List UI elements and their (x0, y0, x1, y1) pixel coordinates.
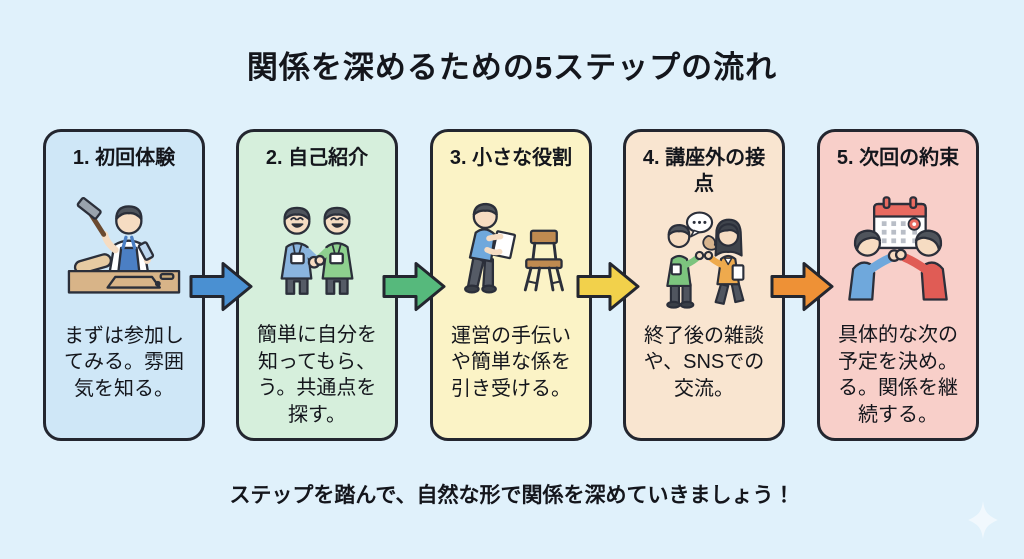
woodworking-icon (67, 197, 181, 294)
volunteer-chair-icon (464, 202, 564, 294)
arrow-step4-to-step5 (770, 262, 834, 311)
chat-icon (666, 211, 745, 309)
step-heading-3: 3. 小さな役割 (449, 147, 573, 169)
step-card-4: 4. 講座外の接点 (623, 129, 785, 441)
volunteer-chair-illustration (449, 171, 573, 323)
arrow-step2-to-step3 (382, 262, 446, 311)
arrow-step3-to-step4 (576, 262, 640, 311)
page-title: 関係を深めるための5ステップの流れ (246, 50, 778, 85)
step-description-3: 運営の手伝いや簡単な係を引き受ける。 (451, 325, 571, 400)
step-card-2: 2. 自己紹介 (236, 129, 398, 441)
sparkle-icon (968, 501, 998, 539)
step-description-1: まずは参加してみる。雰囲気を知る。 (64, 325, 184, 400)
arrow-shape (189, 262, 253, 311)
handshake-icon (280, 206, 354, 295)
chat-illustration (645, 197, 763, 323)
step-heading-4: 4. 講座外の接点 (642, 147, 766, 195)
handshake-illustration (255, 171, 379, 322)
step-card-1-top: 1. 初回体験 (55, 145, 193, 323)
arrow-shape (770, 262, 834, 311)
step-card-3: 3. 小さな役割 (430, 129, 592, 441)
step-card-1: 1. 初回体験 (43, 129, 205, 441)
step-heading-5: 5. 次回の約束 (836, 147, 960, 169)
step-heading-1: 1. 初回体験 (72, 147, 176, 169)
step-card-2-top: 2. 自己紹介 (248, 145, 386, 322)
arrow-shape (382, 262, 446, 311)
footer-message: ステップを踏んで、自然な形で関係を深めていきましょう！ (229, 484, 795, 507)
step-description-5: 具体的な次の予定を決め。る。関係を継続する。 (838, 324, 958, 426)
arrow-shape (576, 262, 640, 311)
step-description-4: 終了後の雑談や、SNSでの交流。 (643, 325, 765, 400)
promise-calendar-illustration (836, 171, 960, 322)
arrow-step1-to-step2 (189, 262, 253, 311)
step-card-5-top: 5. 次回の約束 (829, 145, 967, 322)
step-card-5: 5. 次回の約束 (817, 129, 979, 441)
step-heading-2: 2. 自己紹介 (265, 147, 369, 169)
step-card-3-top: 3. 小さな役割 (442, 145, 580, 323)
woodworking-illustration (61, 171, 187, 323)
promise-calendar-icon (848, 195, 948, 301)
step-card-4-top: 4. 講座外の接点 (635, 145, 773, 323)
step-description-2: 簡単に自分を知ってもら、う。共通点を探す。 (257, 324, 377, 426)
sparkle-shape (968, 501, 998, 539)
